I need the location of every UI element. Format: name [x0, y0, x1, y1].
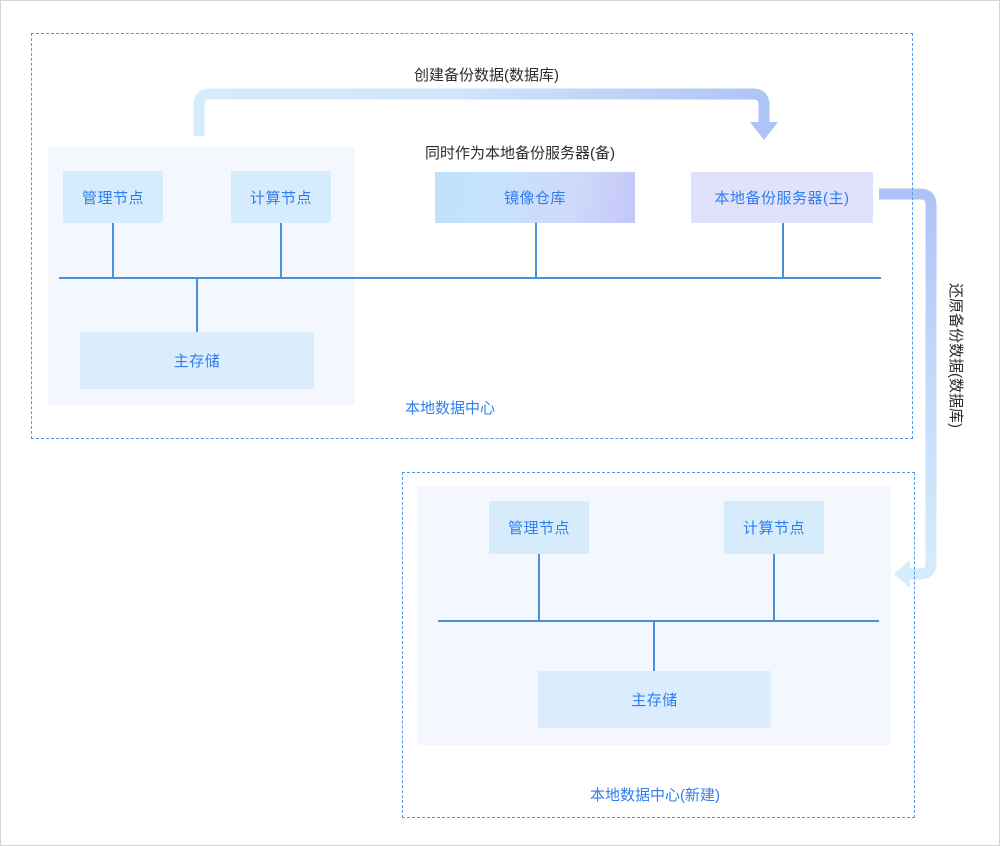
node-primary-storage-new[interactable]: 主存储	[538, 671, 771, 728]
node-label: 计算节点	[249, 189, 312, 207]
connector-mgmt-node-new	[538, 554, 540, 620]
node-compute-node[interactable]: 计算节点	[231, 171, 331, 223]
connector-mgmt-node	[112, 223, 114, 278]
connector-compute-node	[280, 223, 282, 278]
node-image-repo[interactable]: 镜像仓库	[435, 172, 635, 223]
node-compute-node-new[interactable]: 计算节点	[724, 501, 824, 554]
annotation-also-standby: 同时作为本地备份服务器(备)	[425, 145, 615, 162]
node-label: 管理节点	[81, 189, 144, 207]
connector-compute-node-new	[773, 554, 775, 620]
bus-line-local-dc-new	[438, 620, 879, 622]
connector-image-repo	[535, 223, 537, 278]
region-local-dc-new	[402, 472, 915, 818]
region-caption-local-dc-new: 本地数据中心(新建)	[590, 787, 720, 804]
annotation-restore-backup: 还原备份数据(数据库)	[947, 283, 964, 428]
node-label: 主存储	[173, 353, 221, 370]
connector-local-backup-server	[782, 223, 784, 278]
connector-primary-storage	[196, 277, 198, 332]
node-primary-storage[interactable]: 主存储	[80, 332, 314, 389]
node-local-backup-server[interactable]: 本地备份服务器(主)	[691, 172, 873, 223]
node-label: 管理节点	[507, 520, 570, 537]
connector-primary-storage-new	[653, 620, 655, 671]
node-mgmt-node-new[interactable]: 管理节点	[489, 501, 589, 554]
node-label: 计算节点	[742, 520, 805, 537]
bus-line-local-dc	[59, 277, 881, 279]
region-caption-local-dc: 本地数据中心	[405, 400, 496, 417]
node-label: 主存储	[631, 692, 678, 709]
region-local-dc	[31, 33, 913, 439]
annotation-create-backup: 创建备份数据(数据库)	[414, 67, 559, 84]
node-mgmt-node[interactable]: 管理节点	[63, 171, 163, 223]
node-label: 本地备份服务器(主)	[714, 190, 850, 207]
node-label: 镜像仓库	[503, 190, 566, 207]
